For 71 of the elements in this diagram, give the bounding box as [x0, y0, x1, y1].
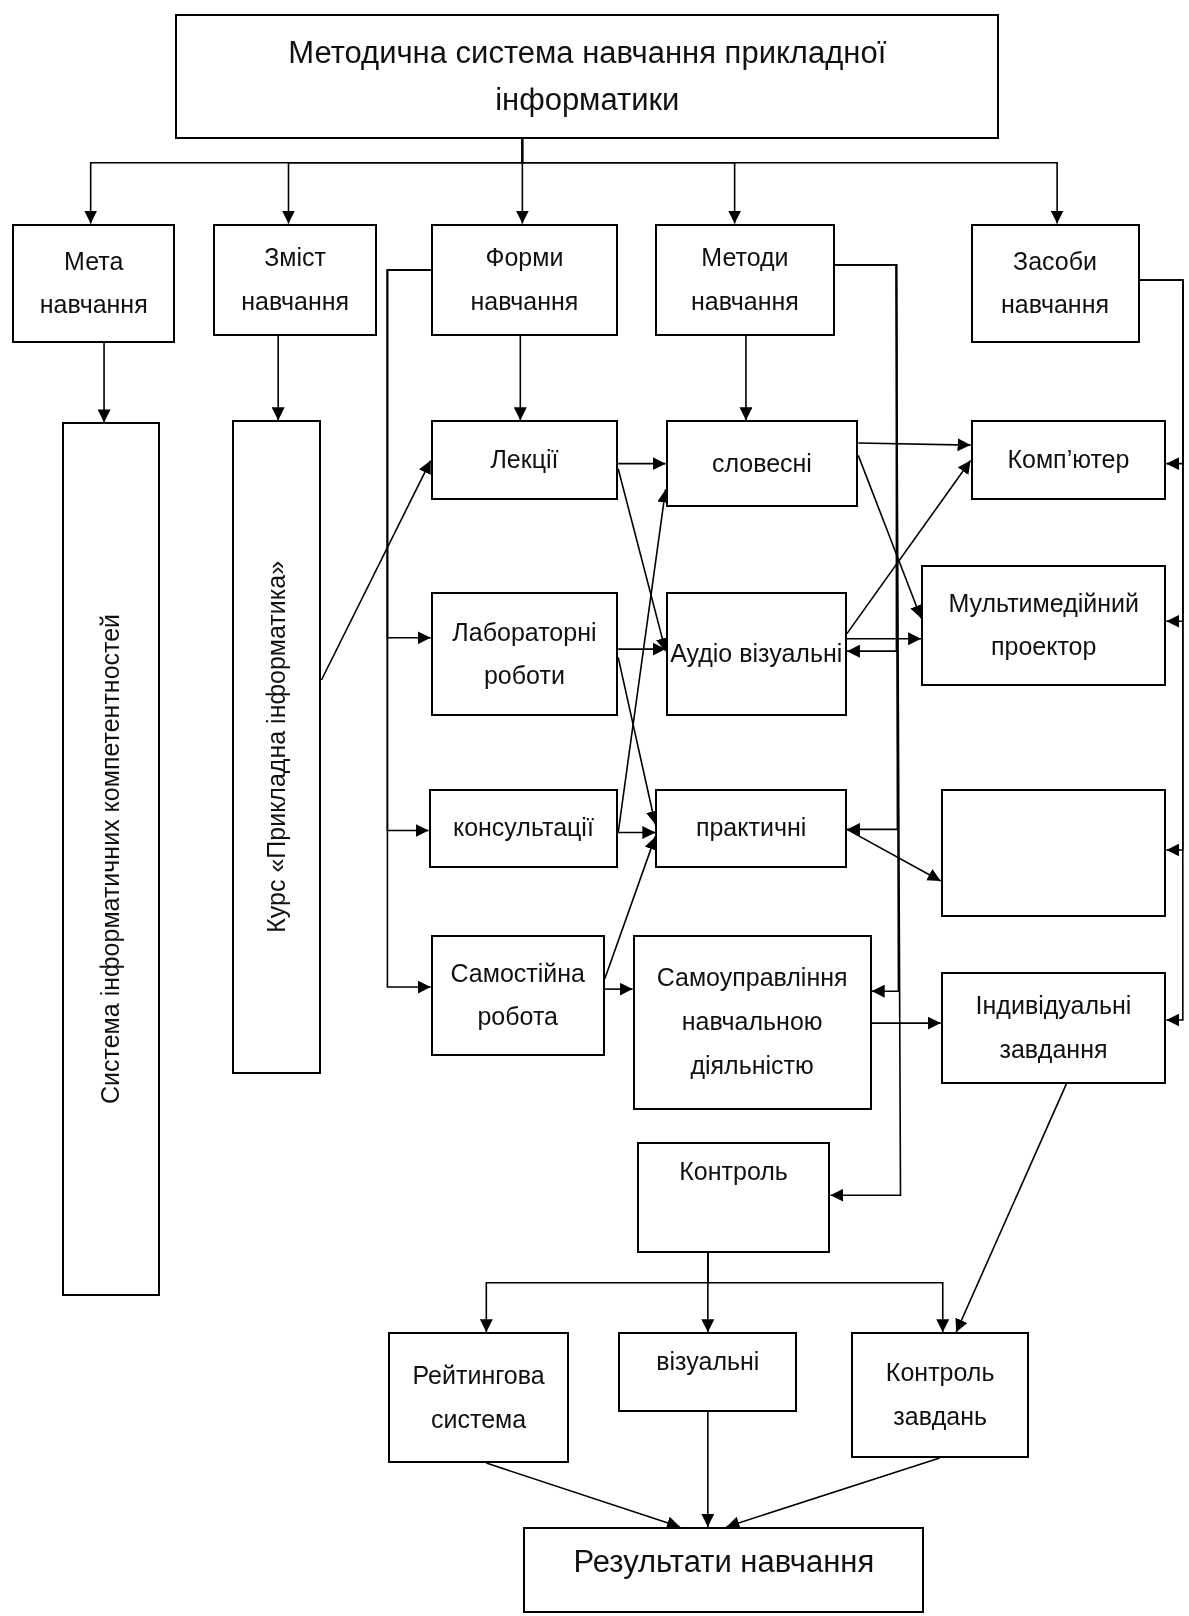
box-label: Комп’ютер — [1007, 444, 1130, 476]
arrow — [707, 1252, 950, 1333]
arrow — [97, 342, 111, 424]
process-box — [655, 789, 847, 868]
arrow — [829, 264, 902, 1202]
box-label: Методи навчання — [689, 241, 800, 317]
process-box — [970, 420, 1167, 500]
box-label: Засоби навчання — [1000, 245, 1110, 321]
arrow — [739, 335, 753, 422]
box-label: Методична система навчання прикладної інформатики — [287, 34, 888, 119]
process-box — [430, 592, 619, 717]
process-box — [636, 1141, 831, 1253]
arrow — [846, 632, 922, 646]
process-box — [12, 223, 176, 344]
empty-box — [940, 789, 1167, 917]
box-label: Індивідуальні завдання — [974, 990, 1133, 1065]
box-label: Рейтингова система — [411, 1359, 546, 1435]
process-box — [430, 223, 619, 336]
process-box — [428, 789, 619, 868]
arrow — [617, 826, 657, 839]
process-box — [970, 223, 1140, 344]
process-box — [665, 420, 859, 507]
arrow — [320, 459, 432, 681]
box-label: словесні — [711, 447, 812, 479]
box-label: Контроль завдань — [884, 1357, 996, 1433]
box-label: Самостійна робота — [449, 957, 586, 1033]
box-label: Курс «Прикладна інформатика» — [260, 561, 291, 933]
process-box — [430, 420, 619, 500]
arrow — [617, 457, 667, 471]
vertical-box — [61, 422, 160, 1297]
arrow — [604, 982, 634, 996]
process-box — [618, 1332, 798, 1412]
process-box — [175, 14, 1000, 140]
process-box — [213, 223, 378, 336]
arrow — [271, 335, 285, 422]
box-label: Лабораторні роботи — [451, 616, 598, 692]
box-label: Система інформатичних компетентностей — [94, 614, 125, 1105]
box-label: консультації — [452, 812, 594, 844]
process-box — [388, 1332, 569, 1464]
process-box — [655, 223, 835, 336]
process-box — [851, 1332, 1030, 1458]
box-label: Результати навчання — [573, 1542, 875, 1581]
process-box — [430, 934, 605, 1057]
box-label: Зміст навчання — [240, 241, 351, 317]
box-label: Мета навчання — [38, 245, 149, 321]
arrow — [846, 459, 972, 635]
process-box — [921, 564, 1167, 687]
process-box — [632, 934, 872, 1110]
box-label: Лекції — [490, 444, 559, 476]
arrow — [521, 138, 1064, 225]
process-box — [665, 592, 847, 717]
box-label: Форми навчання — [469, 241, 580, 317]
box-label: Самоуправління навчальною діяльністю — [655, 962, 849, 1081]
arrow — [846, 828, 942, 882]
arrow — [617, 642, 667, 656]
box-label: практичні — [695, 812, 807, 844]
process-box — [940, 971, 1167, 1084]
arrow — [513, 335, 527, 422]
arrow — [857, 438, 972, 452]
box-label: Контроль — [679, 1155, 788, 1187]
arrow — [870, 1016, 942, 1030]
arrow — [1138, 279, 1184, 1027]
box-label: візуальні — [656, 1346, 760, 1378]
arrow — [701, 1410, 715, 1528]
arrow — [955, 1083, 1068, 1333]
arrow — [857, 454, 923, 619]
box-label: Аудіо візуальні — [670, 638, 843, 670]
vertical-box — [231, 420, 322, 1074]
process-box — [523, 1526, 925, 1614]
box-label: Мультимедійний проектор — [947, 587, 1140, 663]
arrow — [386, 269, 432, 994]
